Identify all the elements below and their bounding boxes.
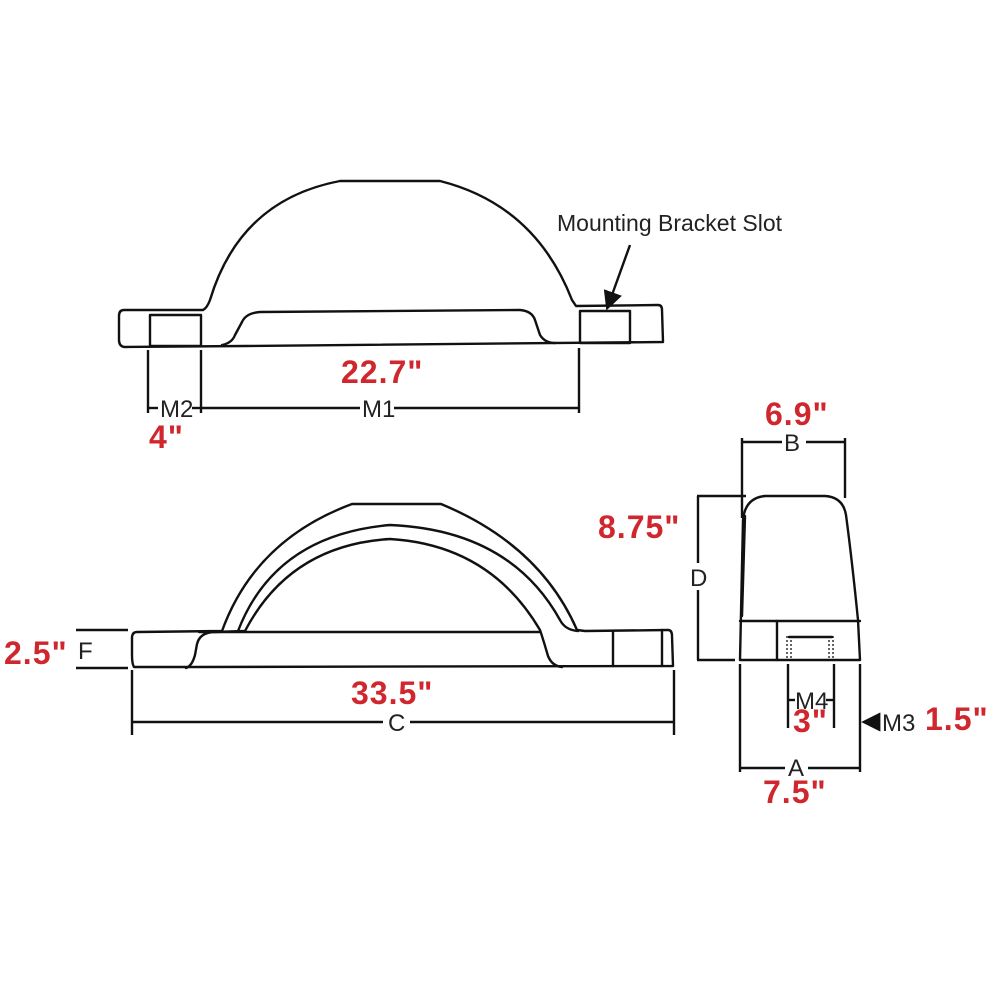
end-view-d-dimension <box>696 494 746 662</box>
end-view-b-dimension <box>740 438 847 518</box>
side-view-f-dimension <box>76 628 128 670</box>
dimension-value-m2: 4" <box>149 419 184 455</box>
dimension-label-b: B <box>784 430 800 457</box>
dimension-label-a: A <box>788 755 804 782</box>
dimension-label-d: D <box>690 565 707 592</box>
right-bracket-slot <box>578 309 632 345</box>
dimension-label-m4: M4 <box>795 688 828 715</box>
end-view-side-edge <box>740 514 747 618</box>
dimension-label-m1: M1 <box>362 396 395 423</box>
dimension-value-a: 7.5" <box>763 774 827 810</box>
dimension-label-c: C <box>388 710 405 737</box>
top-view-fender <box>117 179 665 349</box>
dimension-value-b: 6.9" <box>765 396 829 432</box>
side-view-inner-arch <box>236 523 580 633</box>
end-view-outline <box>738 494 862 662</box>
dimension-value-m4: 3" <box>793 703 828 739</box>
end-view-m4-dimension <box>786 664 836 728</box>
dimension-label-m2: M2 <box>160 396 193 423</box>
dimension-value-f: 2.5" <box>4 635 68 671</box>
side-view-fender <box>130 502 675 670</box>
top-view-dimension-lines <box>146 348 581 413</box>
dimension-label-f: F <box>78 638 93 665</box>
dimension-value-c: 33.5" <box>351 675 433 711</box>
side-view-c-dimension <box>130 670 676 735</box>
dimension-label-m3: M3 <box>882 710 915 737</box>
mounting-bracket-slot-callout: Mounting Bracket Slot <box>557 210 783 236</box>
end-view-slot-hidden-lines <box>786 636 834 660</box>
dimension-value-m1: 22.7" <box>341 354 423 390</box>
end-view-fender <box>738 494 862 662</box>
top-view-center-recess <box>220 308 557 347</box>
top-view-outline <box>117 179 665 349</box>
callout-arrow-icon <box>603 244 632 311</box>
end-view-a-dimension <box>738 664 862 772</box>
side-view-outer-outline <box>130 502 675 669</box>
dimension-value-m3: 1.5" <box>925 701 989 737</box>
left-bracket-slot <box>148 313 203 348</box>
side-view-wheel-arch <box>184 537 564 670</box>
dimension-value-d: 8.75" <box>598 509 680 545</box>
